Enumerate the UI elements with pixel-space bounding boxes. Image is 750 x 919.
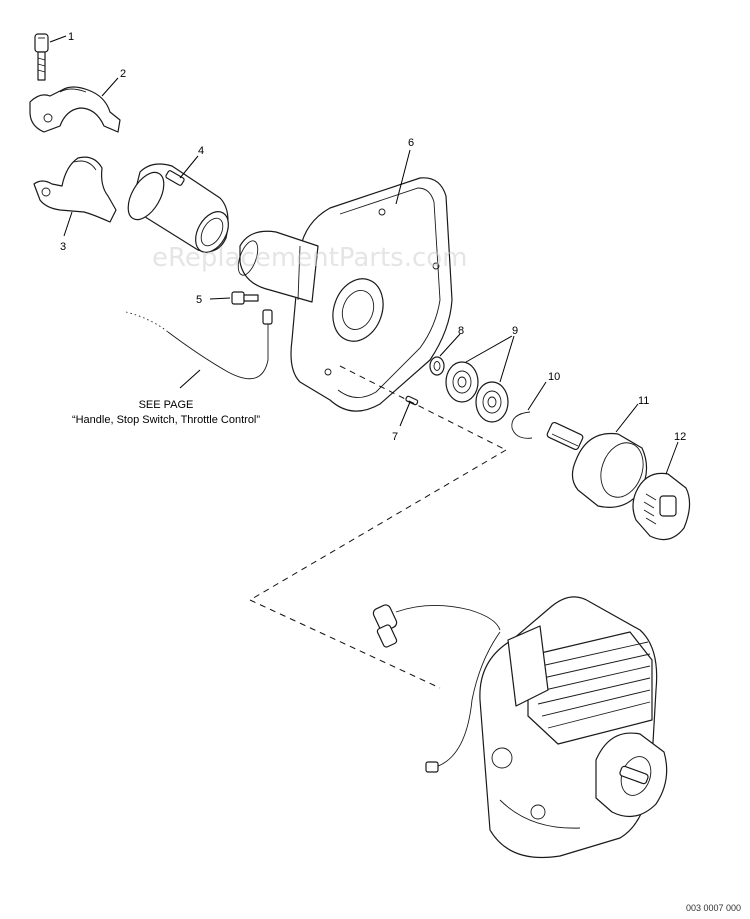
part-lower-clamp	[33, 156, 117, 223]
see-page-reference: SEE PAGE “Handle, Stop Switch, Throttle …	[72, 399, 260, 426]
callout-11: 11	[638, 395, 649, 407]
callout-3: 3	[60, 241, 66, 253]
part-pin	[405, 395, 419, 406]
callout-6: 6	[408, 137, 414, 149]
cylinder-fins	[527, 631, 653, 745]
part-sleeve	[127, 163, 229, 253]
part-clutch-drum	[546, 421, 648, 508]
part-snap-ring	[511, 411, 533, 439]
callout-8: 8	[458, 325, 464, 337]
wire-lead	[125, 309, 273, 380]
callout-4: 4	[198, 145, 204, 157]
alignment-lines	[249, 365, 507, 689]
callout-1: 1	[68, 31, 74, 43]
callout-12: 12	[674, 431, 686, 443]
diagram-code: 003 0007 000	[686, 903, 741, 913]
see-page-label: SEE PAGE	[139, 399, 194, 411]
leader-lines	[49, 35, 679, 475]
part-bolt	[34, 33, 49, 81]
part-washer	[429, 356, 445, 376]
part-clutch-shoe	[632, 472, 691, 541]
part-bearings	[445, 361, 509, 423]
callout-10: 10	[548, 371, 560, 383]
part-fan-housing	[237, 177, 453, 412]
callout-2: 2	[120, 68, 126, 80]
see-page-target: “Handle, Stop Switch, Throttle Control”	[72, 414, 260, 426]
callout-9: 9	[512, 325, 518, 337]
part-engine	[372, 596, 668, 859]
part-upper-clamp	[29, 86, 121, 133]
callout-7: 7	[392, 431, 398, 443]
watermark-text: eReplacementParts.com	[152, 243, 468, 273]
callout-numbers: 1 2 3 4 5 6 7 8 9 10 11 12	[60, 31, 686, 443]
part-screw	[231, 291, 259, 305]
callout-5: 5	[196, 294, 202, 306]
